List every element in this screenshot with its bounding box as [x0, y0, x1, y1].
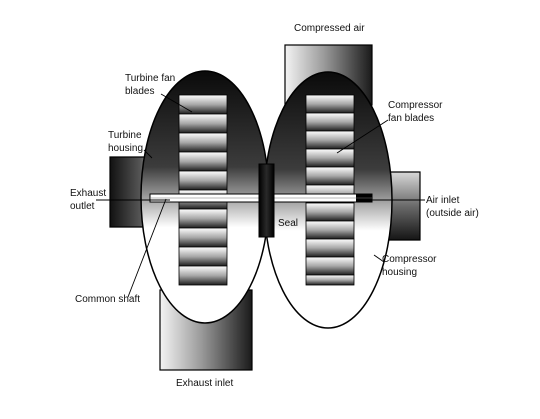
- label-turbine-housing-line2: housing: [108, 143, 143, 154]
- compressor-fan-blades: [305, 94, 355, 286]
- leader-lines: [96, 93, 425, 298]
- label-air-inlet: Air inlet: [426, 195, 460, 206]
- label-seal: Seal: [278, 218, 298, 229]
- turbine-fan-blades: [178, 94, 228, 286]
- label-turbine-fan-blades-line2: blades: [125, 86, 154, 97]
- label-compressor-housing-line2: housing: [382, 267, 417, 278]
- label-exhaust-outlet: Exhaust: [70, 188, 106, 199]
- label-turbine-fan-blades: Turbine fan: [125, 73, 175, 84]
- label-compressor-housing: Compressor: [382, 254, 437, 265]
- label-exhaust-outlet-line2: outlet: [70, 201, 95, 212]
- label-compressor-fan-blades: Compressor: [388, 100, 443, 111]
- label-turbine-housing: Turbine: [108, 130, 142, 141]
- seal: [258, 163, 275, 238]
- label-common-shaft: Common shaft: [75, 294, 140, 305]
- label-air-inlet-line2: (outside air): [426, 208, 479, 219]
- label-compressor-fan-blades-line2: fan blades: [388, 113, 434, 124]
- label-compressed-air: Compressed air: [294, 23, 365, 34]
- label-exhaust-inlet: Exhaust inlet: [176, 378, 233, 389]
